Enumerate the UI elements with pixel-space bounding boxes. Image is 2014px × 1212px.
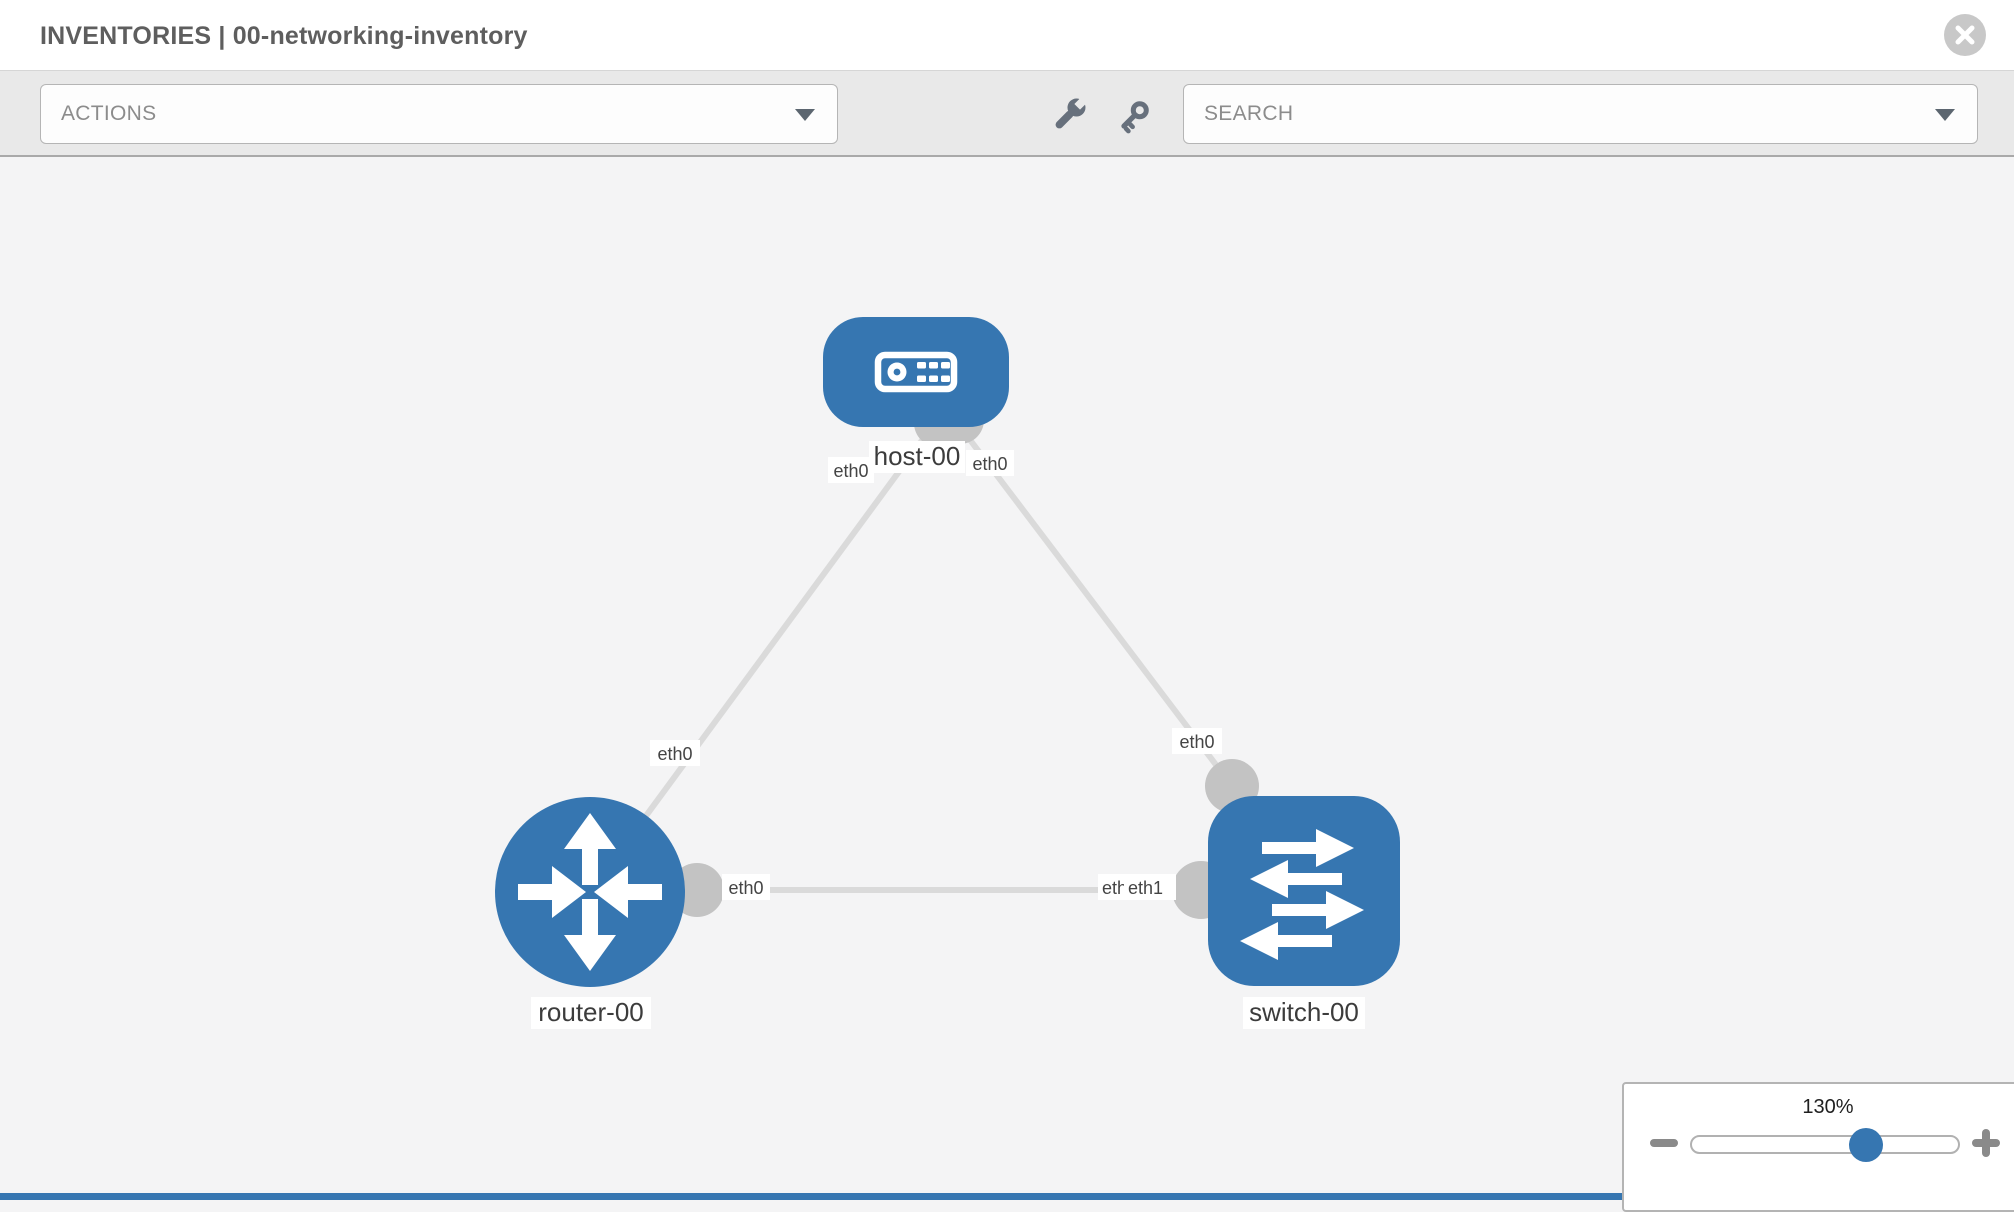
- link-host-router[interactable]: [587, 422, 937, 894]
- node-label-switch: switch-00: [1243, 997, 1365, 1029]
- node-label-router: router-00: [531, 997, 651, 1029]
- svg-text:router-00: router-00: [538, 997, 644, 1027]
- plus-icon[interactable]: [1972, 1129, 2000, 1157]
- header-bar: INVENTORIES | 00-networking-inventory: [0, 0, 2014, 70]
- actions-dropdown[interactable]: ACTIONS: [40, 84, 838, 144]
- zoom-slider-thumb[interactable]: [1849, 1128, 1883, 1162]
- chevron-down-icon: [795, 109, 815, 121]
- interface-label-switch-mid-front: eth1: [1124, 874, 1176, 900]
- switch-node-shape[interactable]: [1208, 796, 1400, 986]
- interface-label-host-right: eth0: [966, 450, 1014, 476]
- node-host-00[interactable]: [823, 317, 1009, 427]
- bottom-accent-bar: [0, 1193, 1622, 1200]
- interface-label-host-left: eth0: [828, 457, 874, 483]
- zoom-slider-track[interactable]: [1690, 1128, 1960, 1162]
- interface-label-router-upper: eth0: [650, 740, 700, 766]
- key-icon[interactable]: [1110, 96, 1154, 140]
- x-glyph: [1955, 25, 1975, 45]
- topology-canvas[interactable]: host-00 router-00 switch-00 eth0 eth0 et…: [0, 157, 2014, 1200]
- zoom-control-panel: 130%: [1622, 1082, 2014, 1212]
- svg-text:eth0: eth0: [728, 878, 763, 898]
- svg-text:eth0: eth0: [1179, 732, 1214, 752]
- wrench-glyph: [1055, 96, 1088, 129]
- close-icon[interactable]: [1944, 14, 1986, 56]
- interface-label-switch-upper: eth0: [1172, 728, 1222, 754]
- node-router-00[interactable]: [495, 797, 685, 987]
- svg-text:switch-00: switch-00: [1249, 997, 1359, 1027]
- svg-text:eth0: eth0: [972, 454, 1007, 474]
- node-label-host: host-00: [869, 441, 965, 473]
- router-arrows-icon: [518, 813, 662, 971]
- router-node-shape[interactable]: [495, 797, 685, 987]
- link-host-switch[interactable]: [955, 422, 1235, 788]
- toolbar: ACTIONS SEARCH: [0, 70, 2014, 157]
- chevron-down-icon: [1935, 109, 1955, 121]
- zoom-level-value: 130%: [1802, 1096, 1854, 1118]
- interface-label-router-mid: eth0: [722, 874, 770, 900]
- server-icon: [874, 351, 958, 393]
- svg-text:eth0: eth0: [833, 461, 868, 481]
- actions-dropdown-label: ACTIONS: [61, 102, 157, 125]
- svg-text:eth1: eth1: [1128, 878, 1163, 898]
- svg-text:eth0: eth0: [657, 744, 692, 764]
- svg-text:host-00: host-00: [874, 441, 961, 471]
- search-dropdown-label: SEARCH: [1204, 102, 1294, 125]
- key-glyph: [1121, 101, 1149, 134]
- minus-icon[interactable]: [1650, 1139, 1678, 1147]
- search-dropdown[interactable]: SEARCH: [1183, 84, 1978, 144]
- page-title: INVENTORIES | 00-networking-inventory: [40, 22, 528, 50]
- host-node-shape[interactable]: [823, 317, 1009, 427]
- wrench-icon[interactable]: [1046, 94, 1090, 138]
- switch-arrows-icon: [1240, 829, 1364, 960]
- node-switch-00[interactable]: [1208, 796, 1400, 986]
